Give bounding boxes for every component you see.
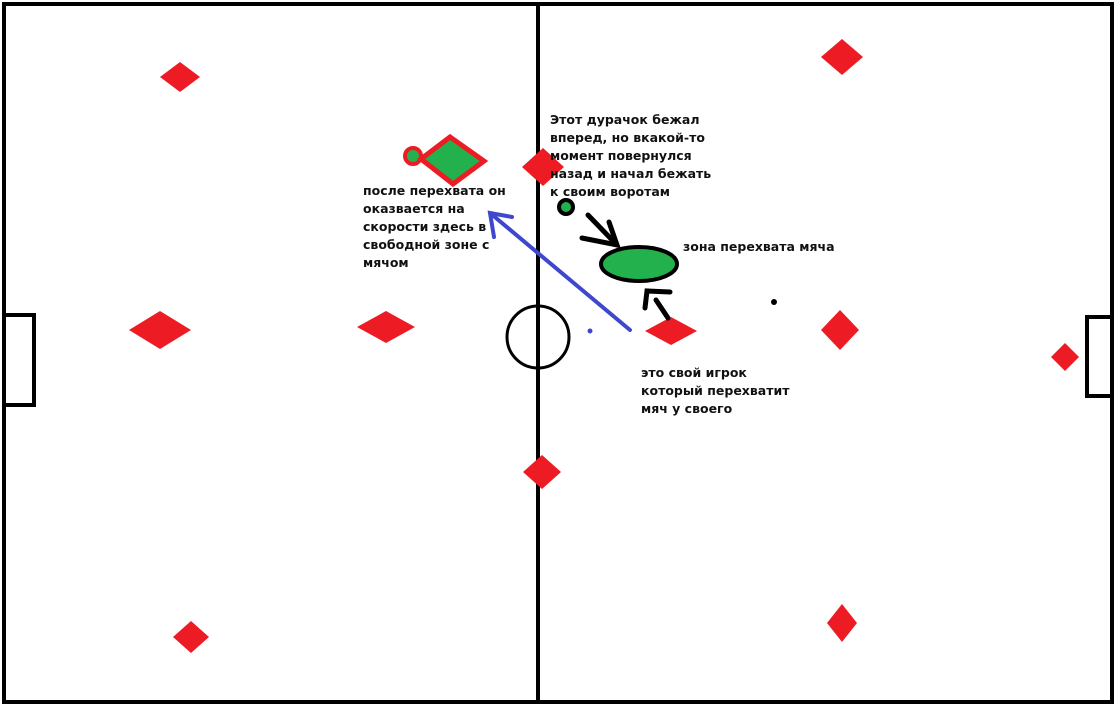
player-marker — [357, 311, 415, 343]
player-marker — [821, 310, 859, 350]
interception-zone-label: зона перехвата мяча — [683, 239, 835, 254]
pass-arrow — [487, 210, 632, 332]
runner-arrow — [579, 212, 621, 249]
player-marker — [645, 317, 697, 345]
center-circle — [505, 304, 571, 370]
player-marker — [523, 455, 561, 489]
player-marker — [827, 604, 857, 642]
pass-origin-dot — [587, 328, 593, 334]
player-marker — [129, 311, 191, 349]
target-position-marker — [403, 133, 489, 188]
after-interception-note: после перехвата он оказвается на скорост… — [363, 183, 510, 270]
movement-arrows — [579, 212, 673, 321]
runner-note: Этот дурачок бежал вперед, но вкакой-то … — [550, 112, 716, 199]
own-player-note: это свой игрок который перехватит мяч у … — [641, 365, 794, 416]
player-arrow — [642, 288, 673, 321]
interception-zone — [599, 245, 679, 283]
player-marker — [522, 148, 564, 186]
left-goal — [2, 313, 36, 407]
player-marker — [1051, 343, 1079, 371]
ball-dot — [771, 299, 777, 305]
players — [129, 39, 1079, 653]
player-marker — [160, 62, 200, 92]
player-marker — [173, 621, 209, 653]
player-marker — [821, 39, 863, 75]
opponent-runner — [557, 198, 575, 216]
right-goal — [1085, 315, 1114, 398]
